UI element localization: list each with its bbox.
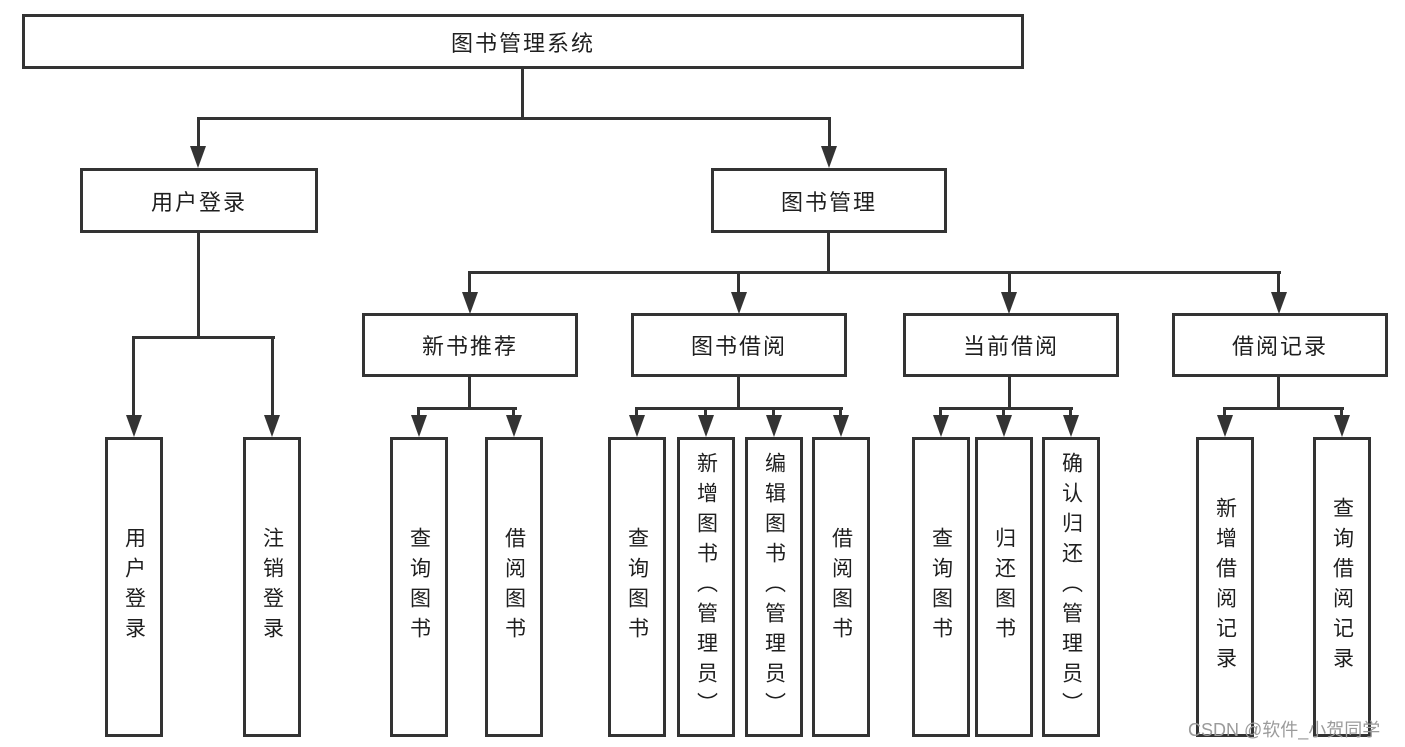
arrowhead-br-query — [1334, 415, 1350, 437]
connector-root-stem — [521, 69, 524, 119]
leaf-nb-borrow-books-label: 借阅图书 — [502, 527, 526, 647]
leaf-logout-label: 注销登录 — [260, 527, 284, 647]
node-root-label: 图书管理系统 — [450, 30, 595, 56]
leaf-nb-query-books: 查询图书 — [390, 437, 448, 737]
connector-drop-nb-borrow — [512, 407, 515, 419]
leaf-user-login-label: 用户登录 — [122, 527, 146, 647]
node-user-login: 用户登录 — [80, 168, 318, 233]
arrowhead-nb-query — [411, 415, 427, 437]
arrowhead-login-leaf — [126, 415, 142, 437]
node-borrow-records-label: 借阅记录 — [1231, 334, 1328, 359]
node-current-borrow: 当前借阅 — [903, 313, 1119, 377]
connector-book-borrow-stem — [737, 377, 740, 409]
arrowhead-bb-borrow — [833, 415, 849, 437]
connector-borrow-records-stem — [1277, 377, 1280, 409]
connector-drop-user-login — [197, 117, 200, 148]
connector-current-borrow-rail — [939, 407, 1073, 410]
leaf-nb-borrow-books: 借阅图书 — [485, 437, 543, 737]
leaf-br-query-record: 查询借阅记录 — [1313, 437, 1371, 737]
leaf-cb-query-books: 查询图书 — [912, 437, 970, 737]
connector-drop-login-leaf — [132, 336, 135, 417]
connector-drop-bb-add — [704, 407, 707, 419]
leaf-bb-edit-books-admin: 编辑图书（管理员） — [745, 437, 803, 737]
node-book-borrow-label: 图书借阅 — [690, 334, 787, 359]
arrowhead-bb-edit — [766, 415, 782, 437]
arrowhead-cb-confirm — [1063, 415, 1079, 437]
leaf-cb-return-books: 归还图书 — [975, 437, 1033, 737]
arrowhead-cb-return — [996, 415, 1012, 437]
leaf-bb-borrow-books-label: 借阅图书 — [829, 527, 853, 647]
arrowhead-book-mgmt — [821, 146, 837, 168]
connector-drop-br-add — [1223, 407, 1226, 419]
node-root: 图书管理系统 — [22, 14, 1024, 69]
leaf-cb-return-books-label: 归还图书 — [992, 527, 1016, 647]
node-user-login-label: 用户登录 — [150, 189, 247, 215]
leaf-bb-query-books-label: 查询图书 — [625, 527, 649, 647]
leaf-cb-confirm-return-admin-label: 确认归还（管理员） — [1059, 452, 1083, 722]
node-book-management: 图书管理 — [711, 168, 947, 233]
connector-drop-nb-query — [417, 407, 420, 419]
arrowhead-nb-borrow — [506, 415, 522, 437]
arrowhead-user-login — [190, 146, 206, 168]
arrowhead-bb-add — [698, 415, 714, 437]
connector-drop-book-mgmt — [828, 117, 831, 148]
connector-drop-cb-return — [1002, 407, 1005, 419]
node-book-borrow: 图书借阅 — [631, 313, 847, 377]
node-new-books: 新书推荐 — [362, 313, 578, 377]
connector-new-books-stem — [468, 377, 471, 409]
leaf-bb-add-books-admin-label: 新增图书（管理员） — [694, 452, 718, 722]
connector-drop-bb-query — [635, 407, 638, 419]
node-book-management-label: 图书管理 — [780, 189, 877, 215]
connector-borrow-records-rail — [1223, 407, 1344, 410]
leaf-nb-query-books-label: 查询图书 — [407, 527, 431, 647]
connector-drop-borrow-records — [1277, 271, 1280, 295]
connector-user-login-rail — [132, 336, 275, 339]
arrowhead-borrow-records — [1271, 292, 1287, 314]
connector-drop-bb-borrow — [839, 407, 842, 419]
node-current-borrow-label: 当前借阅 — [962, 334, 1059, 359]
node-new-books-label: 新书推荐 — [421, 334, 518, 359]
connector-user-login-stem — [197, 233, 200, 338]
connector-book-mgmt-stem — [827, 233, 830, 273]
connector-drop-cb-query — [939, 407, 942, 419]
csdn-watermark: CSDN @软件_小贺同学 — [1188, 720, 1381, 740]
connector-drop-new-books — [468, 271, 471, 295]
leaf-bb-add-books-admin: 新增图书（管理员） — [677, 437, 735, 737]
arrowhead-br-add — [1217, 415, 1233, 437]
connector-level3-rail — [468, 271, 1281, 274]
connector-drop-br-query — [1340, 407, 1343, 419]
arrowhead-current-borrow — [1001, 292, 1017, 314]
connector-drop-logout-leaf — [271, 336, 274, 417]
node-borrow-records: 借阅记录 — [1172, 313, 1388, 377]
leaf-cb-confirm-return-admin: 确认归还（管理员） — [1042, 437, 1100, 737]
connector-drop-cb-confirm — [1069, 407, 1072, 419]
leaf-br-add-record: 新增借阅记录 — [1196, 437, 1254, 737]
connector-drop-current-borrow — [1008, 271, 1011, 295]
leaf-bb-query-books: 查询图书 — [608, 437, 666, 737]
leaf-br-add-record-label: 新增借阅记录 — [1213, 497, 1237, 677]
arrowhead-cb-query — [933, 415, 949, 437]
arrowhead-new-books — [462, 292, 478, 314]
arrowhead-bb-query — [629, 415, 645, 437]
connector-current-borrow-stem — [1008, 377, 1011, 409]
connector-drop-book-borrow — [737, 271, 740, 295]
leaf-bb-borrow-books: 借阅图书 — [812, 437, 870, 737]
arrowhead-book-borrow — [731, 292, 747, 314]
connector-new-books-rail — [417, 407, 517, 410]
connector-drop-bb-edit — [772, 407, 775, 419]
leaf-user-login: 用户登录 — [105, 437, 163, 737]
leaf-cb-query-books-label: 查询图书 — [929, 527, 953, 647]
connector-level2-rail — [197, 117, 831, 120]
leaf-br-query-record-label: 查询借阅记录 — [1330, 497, 1354, 677]
connector-book-borrow-rail — [635, 407, 843, 410]
arrowhead-logout-leaf — [264, 415, 280, 437]
leaf-logout: 注销登录 — [243, 437, 301, 737]
leaf-bb-edit-books-admin-label: 编辑图书（管理员） — [762, 452, 786, 722]
